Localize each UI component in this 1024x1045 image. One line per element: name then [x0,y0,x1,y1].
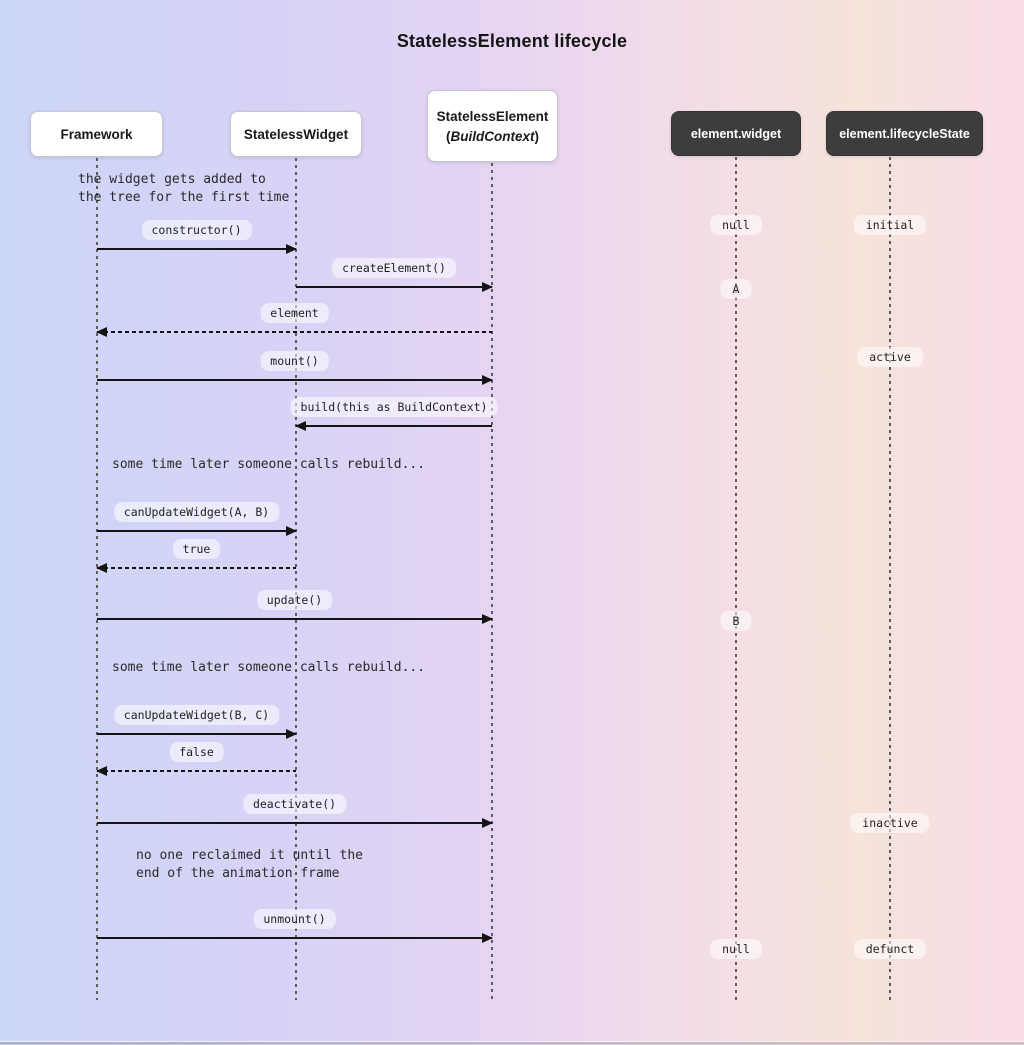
arrowhead [295,421,306,431]
actor-framework-label: Framework [60,126,133,142]
message-create-element-label: createElement() [332,258,456,278]
note-no-reclaim: no one reclaimed it until the end of the… [136,848,363,881]
message-element-return-label: element [260,303,329,323]
state-widget-b: B [720,611,752,631]
actor-stateless-widget: StatelessWidget [230,111,362,157]
arrow-line [97,733,296,735]
message-element-return: element [96,303,492,337]
message-constructor-label: constructor() [141,220,252,240]
lifeline-framework [95,158,98,1000]
state-widget-a: A [720,279,752,299]
message-update-label: update() [256,590,333,610]
page-title: StatelessElement lifecycle [396,31,628,51]
lifeline-stateless-element [491,163,493,1000]
arrowhead [96,327,107,337]
window-bottom-edge [0,1041,1024,1045]
arrowhead [482,375,493,385]
arrow-line [97,937,492,939]
arrowhead [286,526,297,536]
arrow-line [97,822,492,824]
message-create-element: createElement() [296,258,493,292]
actor-element-lifecycle-state-label: element.lifecycleState [839,126,970,141]
message-mount-label: mount() [260,351,329,371]
arrow-line-dashed [97,331,492,333]
message-build-label: build(this as BuildContext) [290,397,498,417]
arrow-line [296,425,492,427]
message-update: update() [97,590,493,624]
arrow-line [97,530,296,532]
state-lifecycle-initial: initial [853,215,927,235]
message-deactivate-label: deactivate() [242,794,347,814]
message-can-update-widget-bc: canUpdateWidget(B, C) [97,705,297,739]
actor-element-widget-label: element.widget [690,126,782,141]
lifeline-element-widget [735,157,737,1000]
actor-stateless-element-label: StatelessElement [436,108,549,124]
arrowhead [286,244,297,254]
state-widget-null-1: null [710,215,762,235]
message-unmount-label: unmount() [253,909,336,929]
note-rebuild-1: some time later someone calls rebuild... [112,457,426,472]
arrowhead [482,614,493,624]
arrowhead [96,766,107,776]
actor-stateless-element: StatelessElement (BuildContext) [427,90,558,162]
arrow-line [296,286,492,288]
lifeline-element-lifecycle-state [889,157,891,1000]
message-true-return: true [96,539,296,573]
message-false-return: false [96,742,296,776]
arrowhead [482,818,493,828]
actor-stateless-element-sublabel: (BuildContext) [446,128,539,144]
message-false-return-label: false [169,742,224,762]
arrowhead [482,282,493,292]
message-deactivate: deactivate() [97,794,493,828]
message-can-update-widget-bc-label: canUpdateWidget(B, C) [113,705,280,725]
message-true-return-label: true [172,539,221,559]
actor-framework: Framework [30,111,163,157]
message-build: build(this as BuildContext) [290,397,498,431]
message-can-update-widget-ab: canUpdateWidget(A, B) [97,502,297,536]
arrow-line-dashed [97,770,296,772]
note-widget-added: the widget gets added to the tree for th… [78,172,290,205]
arrowhead [96,563,107,573]
actor-stateless-widget-label: StatelessWidget [243,126,349,142]
message-constructor: constructor() [97,220,297,254]
arrow-line [97,248,296,250]
arrow-line [97,618,492,620]
message-mount: mount() [97,351,493,385]
state-lifecycle-active: active [857,347,923,367]
actor-element-lifecycle-state: element.lifecycleState [826,111,983,156]
arrowhead [286,729,297,739]
message-unmount: unmount() [97,909,493,943]
arrow-line-dashed [97,567,296,569]
arrow-line [97,379,492,381]
actor-element-widget: element.widget [671,111,801,156]
note-rebuild-2: some time later someone calls rebuild... [112,660,426,675]
state-lifecycle-inactive: inactive [850,813,930,833]
state-lifecycle-defunct: defunct [853,939,927,959]
lifeline-stateless-widget [295,158,297,1000]
state-widget-null-2: null [710,939,762,959]
message-can-update-widget-ab-label: canUpdateWidget(A, B) [113,502,280,522]
arrowhead [482,933,493,943]
